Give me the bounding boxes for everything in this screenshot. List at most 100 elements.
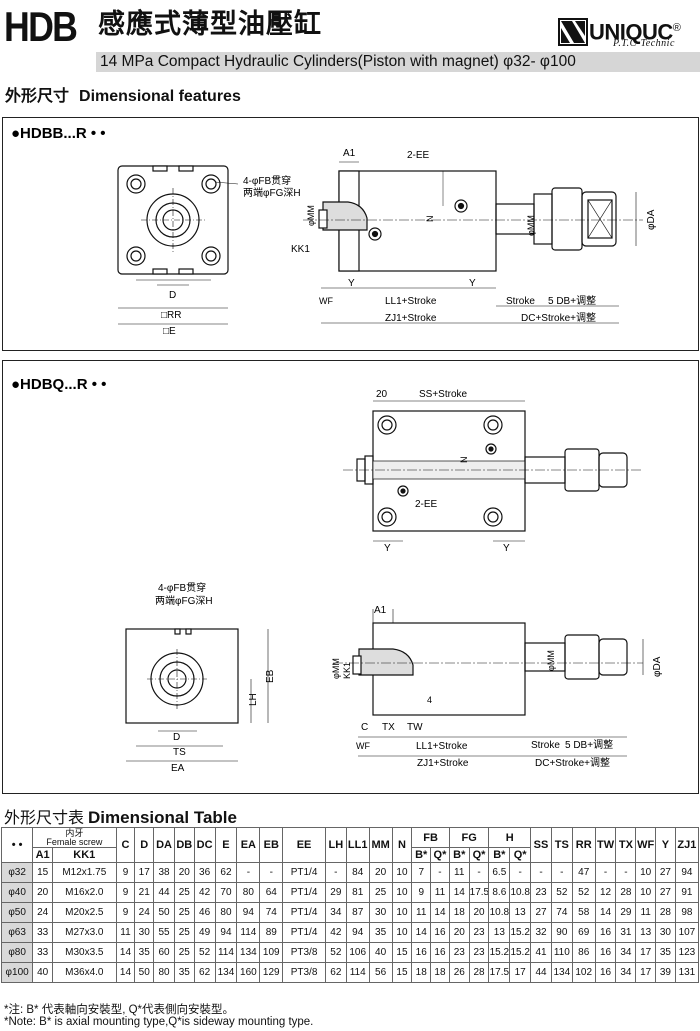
hdbb-mm-label: φMM <box>306 205 316 226</box>
col-rr: RR <box>571 827 596 863</box>
table-cell: 84 <box>345 862 370 883</box>
table-cell: 94 <box>214 922 238 943</box>
hdbq-eb-label: EB <box>265 669 276 683</box>
table-cell: 23 <box>448 942 470 963</box>
table-cell: 80 <box>153 962 175 983</box>
hdbb-rr-label: □RR <box>161 310 181 321</box>
hdbq-d-label: D <box>173 732 180 743</box>
table-row-bore: φ63 <box>0 922 34 943</box>
col-mm: MM <box>368 827 393 863</box>
hdbb-e-label: □E <box>163 326 176 337</box>
hdbq-title: ●HDBQ...R • • <box>11 376 106 393</box>
table-cell: 25 <box>173 882 195 903</box>
table-cell: 6.5 <box>488 862 511 883</box>
brand-name: UNIQUC® <box>589 19 681 45</box>
table-cell: 16 <box>430 922 450 943</box>
note-cn: *注: B* 代表軸向安裝型, Q*代表側向安裝型。 <box>4 1004 235 1016</box>
col-ss: SS <box>530 827 552 863</box>
hdbq-drawing-panel: ●HDBQ...R • • 20 SS+Stroke N 2-EE Y Y <box>2 360 699 794</box>
col-fb-q: Q* <box>430 847 450 863</box>
table-cell: 10 <box>391 922 413 943</box>
table-cell: PT1/4 <box>282 922 326 943</box>
hdbq-front-view <box>125 628 269 762</box>
table-cell: 38 <box>153 862 175 883</box>
hdbb-drawing-panel: ●HDBB...R • • 4-φFB贯穿 两端φFG深H D □RR □E <box>2 117 699 351</box>
table-cell: PT1/4 <box>282 862 326 883</box>
table-cell: 10 <box>391 902 413 923</box>
table-cell: 17 <box>134 862 155 883</box>
table-cell: 8.6 <box>488 882 511 903</box>
table-cell: 134 <box>214 962 238 983</box>
col-tw: TW <box>594 827 617 863</box>
table-cell: 16 <box>411 942 432 963</box>
table-cell: 80 <box>236 882 261 903</box>
table-cell: 90 <box>550 922 573 943</box>
hdbq-y-label: Y <box>384 543 391 554</box>
hdbb-title: ●HDBB...R • • <box>11 125 106 142</box>
table-cell: 34 <box>324 902 347 923</box>
col-fb: FB <box>411 827 450 848</box>
hdbq-ee-label: 2-EE <box>415 499 438 510</box>
table-cell: M16x2.0 <box>52 882 117 903</box>
col-fg-q: Q* <box>468 847 490 863</box>
table-cell: 15 <box>391 942 413 963</box>
table-cell: 114 <box>345 962 370 983</box>
col-ll1: LL1 <box>345 827 370 863</box>
col-wf: WF <box>635 827 657 863</box>
table-cell: 35 <box>173 962 195 983</box>
table-heading-en: Dimensional Table <box>88 808 237 827</box>
table-cell: 9 <box>115 882 136 903</box>
table-row-bore: φ80 <box>0 942 34 963</box>
table-cell: 17 <box>635 942 657 963</box>
table-cell: 94 <box>674 862 700 883</box>
table-cell: 86 <box>571 942 596 963</box>
table-cell: 16 <box>594 922 617 943</box>
table-cell: 131 <box>674 962 700 983</box>
col-e: E <box>214 827 238 863</box>
col-fb-b: B* <box>411 847 432 863</box>
col-ea: EA <box>236 827 261 863</box>
table-cell: 50 <box>134 962 155 983</box>
table-cell: 20 <box>468 902 490 923</box>
table-cell: 15.2 <box>509 922 532 943</box>
table-cell: 11 <box>635 902 657 923</box>
table-cell: 10 <box>391 862 413 883</box>
table-cell: 9 <box>115 902 136 923</box>
hdbq-y2-label: Y <box>503 543 510 554</box>
table-subheader-row: A1 KK1 B* Q* B* Q* B* Q* <box>2 847 699 863</box>
table-cell: 94 <box>345 922 370 943</box>
table-cell: 16 <box>594 962 617 983</box>
hdbb-db-label: 5 DB+调整 <box>548 294 596 307</box>
hdbb-front-view <box>117 165 239 325</box>
table-cell: 14 <box>448 882 470 903</box>
hdbb-y2-label: Y <box>469 278 476 289</box>
table-cell: 25 <box>173 922 195 943</box>
series-code: HDB <box>4 3 78 50</box>
hdbq-mm2-label: φMM <box>546 650 556 671</box>
hdbq-top-view <box>343 400 643 542</box>
hdbb-wf-label: WF <box>319 296 333 306</box>
hdbq-ll1-label: LL1+Stroke <box>416 741 468 752</box>
table-cell: 13 <box>509 902 532 923</box>
table-cell: 11 <box>448 862 470 883</box>
table-cell: 81 <box>345 882 370 903</box>
table-cell: 12 <box>594 882 617 903</box>
table-cell: 20 <box>448 922 470 943</box>
table-cell: 30 <box>134 922 155 943</box>
hdbq-ss-label: SS+Stroke <box>419 389 468 400</box>
table-cell: 21 <box>134 882 155 903</box>
table-cell: PT1/4 <box>282 882 326 903</box>
table-cell: 17 <box>635 962 657 983</box>
table-cell: PT1/4 <box>282 902 326 923</box>
table-cell: 47 <box>571 862 596 883</box>
col-fg: FG <box>448 827 490 848</box>
table-cell: 11 <box>115 922 136 943</box>
hdbq-fg-label: 两端φFG深H <box>155 594 213 607</box>
table-cell: 14 <box>594 902 617 923</box>
hdbb-d-label: D <box>169 290 176 301</box>
